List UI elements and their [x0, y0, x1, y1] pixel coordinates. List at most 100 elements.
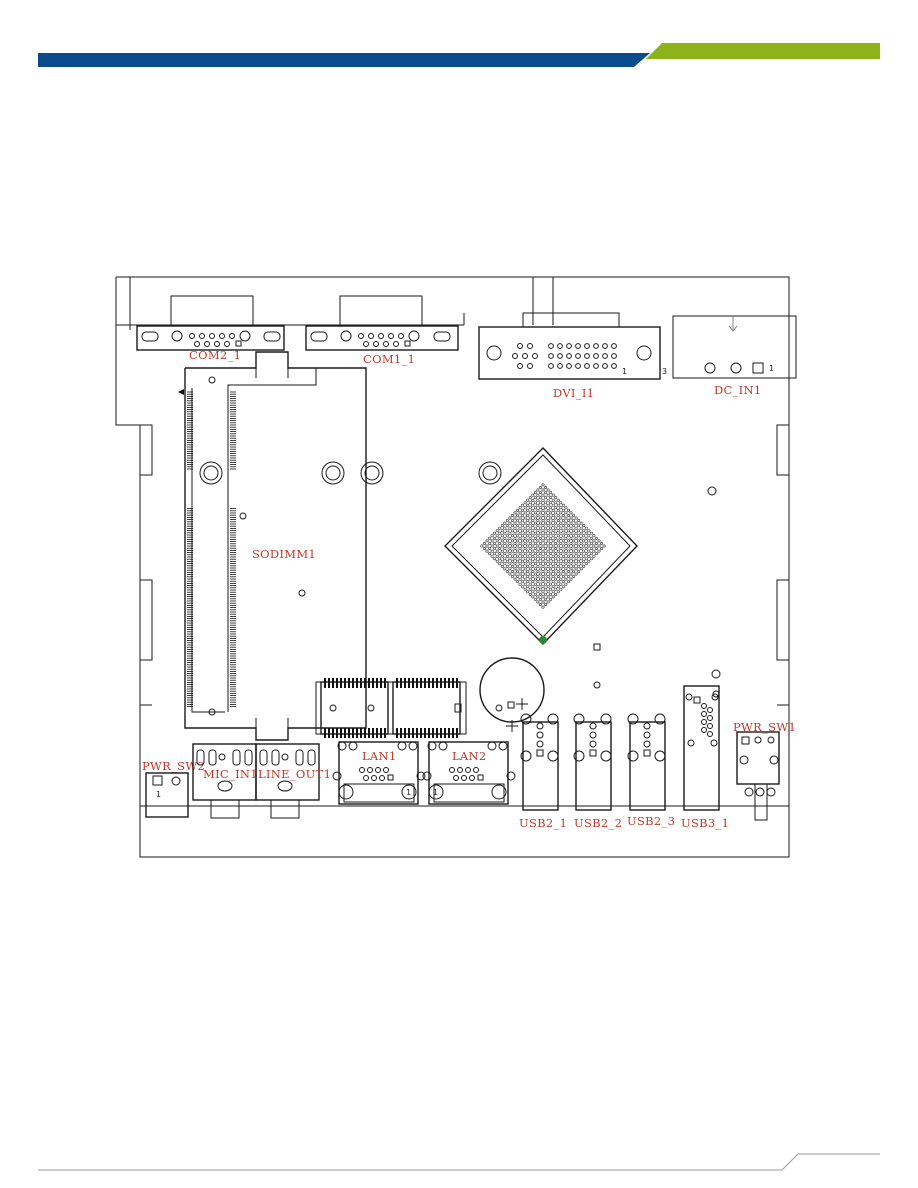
bga-ball: [531, 498, 535, 502]
bga-ball: [554, 516, 558, 520]
bga-ball: [561, 569, 565, 573]
bga-ball: [531, 518, 535, 522]
bga-ball: [574, 572, 578, 576]
bga-ball: [559, 516, 563, 520]
bga-ball: [556, 549, 560, 553]
bga-ball: [521, 564, 525, 568]
bga-ball: [536, 600, 540, 604]
line-out-jack: [255, 743, 320, 819]
bga-ball: [577, 569, 581, 573]
lan1-pins: [359, 767, 394, 781]
bga-ball: [566, 554, 570, 558]
bga-ball: [536, 554, 540, 558]
bga-ball: [599, 546, 603, 550]
bga-ball: [490, 549, 494, 553]
bga-ball: [513, 567, 517, 571]
bga-ball: [533, 597, 537, 601]
bga-ball: [508, 557, 512, 561]
bga-ball: [551, 508, 555, 512]
bga-ball: [503, 552, 507, 556]
bga-ball: [571, 539, 575, 543]
bga-ball: [561, 549, 565, 553]
bga-ball: [559, 526, 563, 530]
bga-ball: [515, 544, 519, 548]
bga-ball: [513, 557, 517, 561]
bga-ball: [518, 526, 522, 530]
bga-ball: [531, 534, 535, 538]
bga-ball: [505, 529, 509, 533]
bga-ball: [579, 552, 583, 556]
bga-ball: [503, 521, 507, 525]
bga-ball: [513, 521, 517, 525]
bga-ball: [543, 501, 547, 505]
bga-ball: [508, 572, 512, 576]
bga-ball: [592, 534, 596, 538]
bga-ball: [582, 539, 586, 543]
com2-label: COM2_1: [189, 348, 241, 362]
bga-ball: [538, 536, 542, 540]
bga-ball: [556, 524, 560, 528]
bga-ball: [564, 582, 568, 586]
bga-ball: [531, 539, 535, 543]
bga-ball: [523, 562, 527, 566]
bga-ball: [526, 574, 530, 578]
bga-ball: [546, 554, 550, 558]
bga-ball: [556, 574, 560, 578]
ic-pin: [336, 728, 338, 738]
bga-ball: [546, 580, 550, 584]
bga-ball: [531, 508, 535, 512]
bga-ball: [541, 513, 545, 517]
bga-ball: [531, 544, 535, 548]
bga-ball: [561, 524, 565, 528]
bga-ball: [549, 572, 553, 576]
bga-ball: [543, 485, 547, 489]
bga-ball: [490, 544, 494, 548]
mic-in-label: MIC_IN1: [203, 767, 258, 781]
bga-ball: [503, 531, 507, 535]
bga-ball: [538, 597, 542, 601]
bga-ball: [513, 511, 517, 515]
bga-ball: [564, 567, 568, 571]
ic-pin: [396, 678, 398, 688]
bga-ball: [577, 524, 581, 528]
bga-ball: [513, 572, 517, 576]
bga-ball: [495, 529, 499, 533]
bga-ball: [508, 567, 512, 571]
bga-ball: [551, 534, 555, 538]
bga-ball: [546, 569, 550, 573]
bga-ball: [554, 511, 558, 515]
bga-ball: [556, 564, 560, 568]
bga-ball: [523, 582, 527, 586]
bga-ball: [569, 526, 573, 530]
bga-ball: [528, 587, 532, 591]
bga-ball: [574, 567, 578, 571]
ic-pin: [352, 678, 354, 688]
dvi-pin: [611, 343, 617, 349]
dvi-pin: [575, 363, 581, 369]
dvi-digital-pins: [548, 343, 617, 369]
header-green-bar: [646, 43, 880, 59]
bga-ball: [556, 585, 560, 589]
bga-ball: [546, 503, 550, 507]
bga-ball: [554, 531, 558, 535]
dvi-pin: [602, 353, 608, 359]
bga-ball: [508, 531, 512, 535]
com1-pins: [358, 333, 411, 347]
dvi-pin: [575, 353, 581, 359]
bga-ball: [500, 559, 504, 563]
bga-ball: [503, 526, 507, 530]
bga-ball: [533, 516, 537, 520]
usb2-2-label: USB2_2: [574, 816, 622, 830]
bga-ball: [566, 529, 570, 533]
bga-ball: [538, 516, 542, 520]
bga-ball: [564, 541, 568, 545]
bga-ball: [559, 557, 563, 561]
bga-ball: [521, 580, 525, 584]
dc-pin1-mark: 1: [769, 364, 774, 373]
bga-ball: [541, 518, 545, 522]
bga-ball: [505, 554, 509, 558]
bga-ball: [510, 569, 514, 573]
ic-pin: [372, 678, 374, 688]
bga-ball: [513, 541, 517, 545]
bga-ball: [528, 541, 532, 545]
